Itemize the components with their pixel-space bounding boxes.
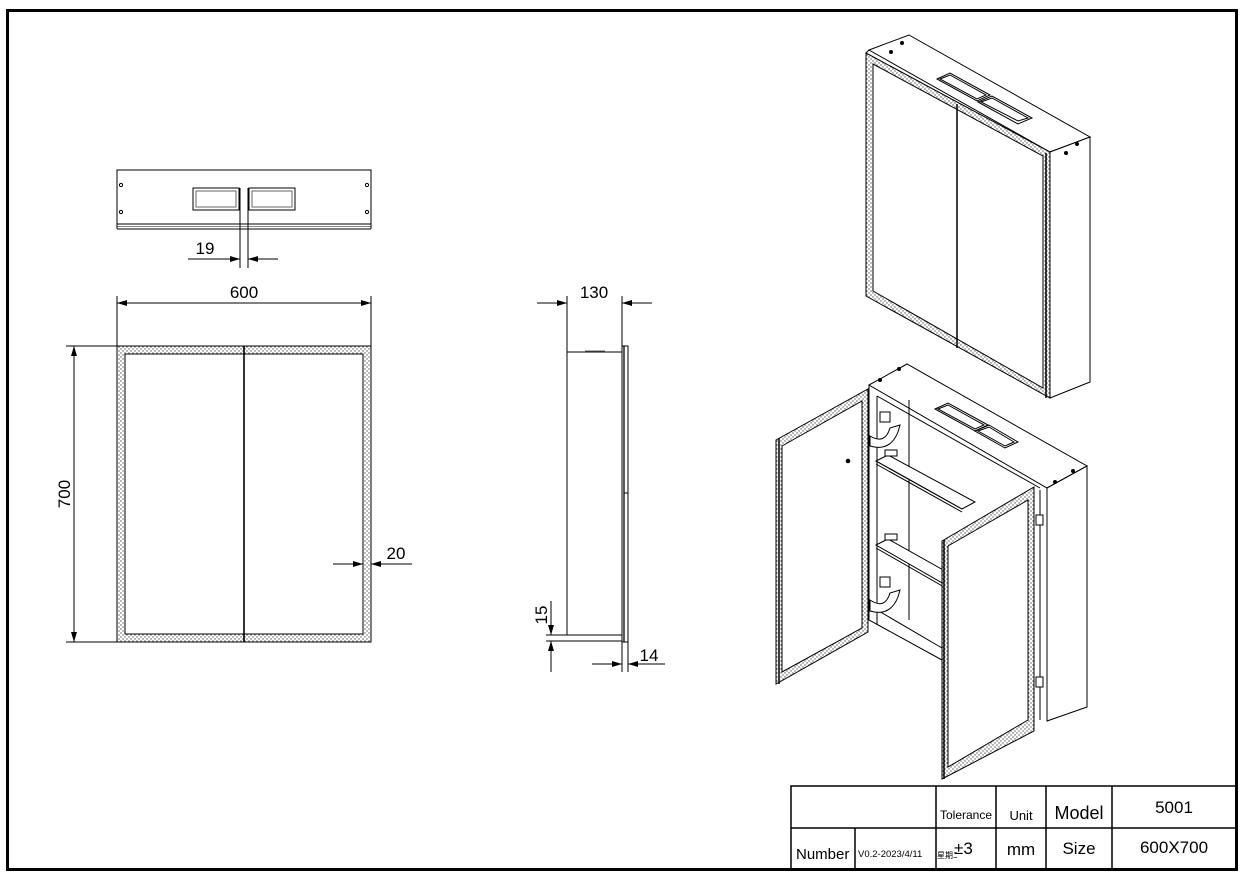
unit-value: mm	[1006, 840, 1036, 859]
unit-label: Unit	[1009, 807, 1033, 823]
dim-bottom-offset: 15	[532, 606, 551, 625]
dim-width: 600	[230, 283, 258, 302]
size-value: 600X700	[1139, 838, 1209, 857]
tolerance-label: Tolerance	[939, 808, 993, 822]
tolerance-value: ±3	[954, 839, 973, 858]
front-view	[66, 296, 412, 643]
weekday: 星期二	[937, 850, 957, 860]
dim-height: 700	[55, 480, 74, 508]
side-view	[537, 296, 665, 672]
dim-door-thickness: 14	[640, 646, 659, 665]
version-date: V0.2-2023/4/11	[858, 848, 923, 860]
title-block-lines	[790, 785, 1237, 871]
dim-frame-width: 20	[387, 544, 406, 563]
dim-depth: 130	[580, 283, 608, 302]
sheet-border	[6, 9, 1238, 871]
size-label: Size	[1062, 839, 1096, 858]
top-view	[116, 169, 372, 268]
iso-view-open	[775, 363, 1089, 780]
dim-top-gap: 19	[196, 239, 215, 258]
model-label: Model	[1054, 802, 1104, 823]
title-block: Tolerance Unit Model 5001 Number V0.2-20…	[791, 786, 1236, 870]
model-value: 5001	[1155, 798, 1193, 817]
number-label: Number	[796, 845, 850, 863]
iso-view-closed	[865, 34, 1092, 399]
